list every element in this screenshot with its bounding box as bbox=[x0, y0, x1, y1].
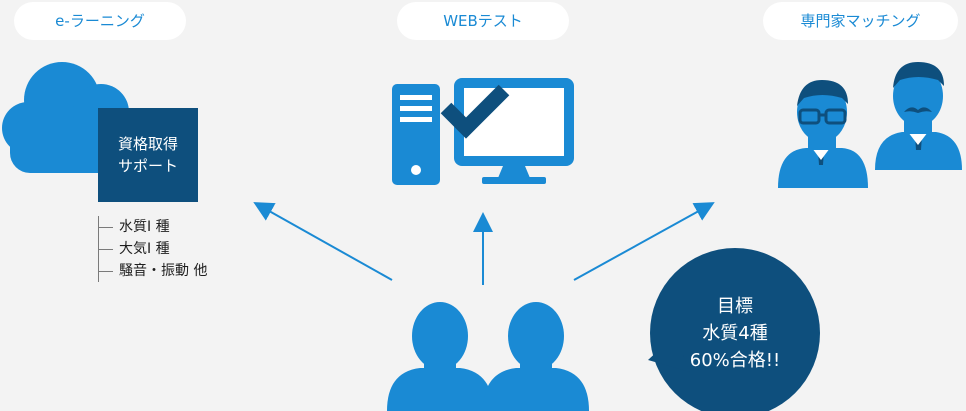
qualification-support-box: 資格取得 サポート bbox=[98, 108, 198, 202]
list-item: 大気Ⅰ 種 bbox=[99, 238, 207, 260]
goal-line3: 60%合格!! bbox=[689, 349, 781, 371]
arrow-icon bbox=[253, 202, 715, 285]
goal-line2: 水質4種 bbox=[702, 322, 768, 344]
list-item: 騒音・振動 他 bbox=[99, 260, 207, 282]
support-box-line2: サポート bbox=[117, 157, 178, 175]
goal-line1: 目標 bbox=[717, 295, 753, 317]
experts-icon bbox=[778, 62, 962, 188]
category-expert-label: 専門家マッチング bbox=[763, 2, 958, 40]
qualification-list: 水質Ⅰ 種 大気Ⅰ 種 騒音・振動 他 bbox=[98, 216, 207, 282]
category-elearning-label: e-ラーニング bbox=[14, 2, 186, 40]
list-item: 水質Ⅰ 種 bbox=[99, 216, 207, 238]
users-icon bbox=[387, 302, 589, 411]
computer-check-icon bbox=[392, 78, 574, 185]
category-webtest-label: WEBテスト bbox=[397, 2, 569, 40]
support-box-line1: 資格取得 bbox=[117, 135, 178, 153]
goal-speech-bubble bbox=[648, 248, 820, 411]
goal-text: 目標 水質4種 60%合格!! bbox=[651, 280, 819, 386]
